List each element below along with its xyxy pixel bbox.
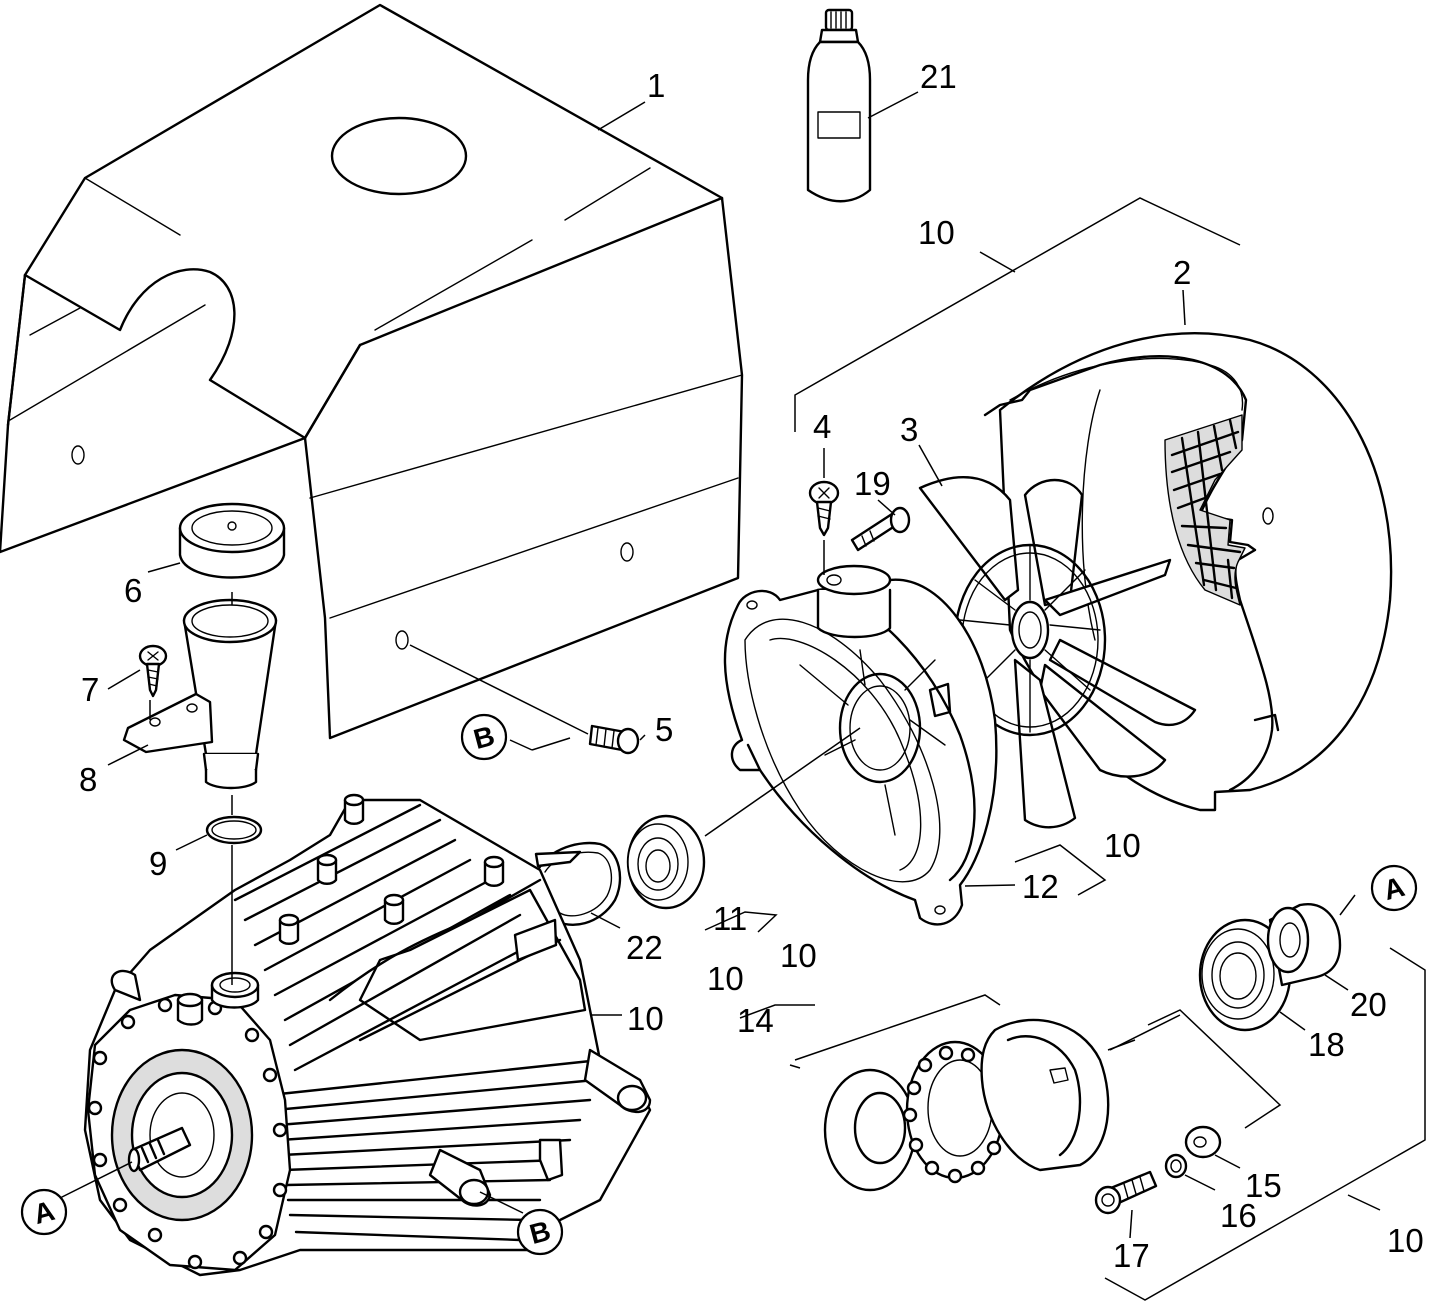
- leader-lines: [59, 91, 1426, 1301]
- callout-15: 15: [1245, 1167, 1282, 1204]
- seal-ring: [1266, 903, 1342, 987]
- ref-a-left: A: [20, 1188, 68, 1236]
- callout-16: 16: [1220, 1197, 1257, 1234]
- bolt-19: [850, 506, 911, 552]
- oil-bottle: [806, 8, 872, 203]
- motor-cover: [0, 3, 744, 740]
- callout-10-top: 10: [918, 214, 955, 251]
- callout-labels: 1 21 10 2 4 3 19 6 7 5 8 10 9 12 11 22 1…: [79, 58, 1424, 1274]
- circlip: [534, 841, 622, 927]
- callout-9: 9: [149, 845, 167, 882]
- ref-b-bottom: B: [516, 1208, 564, 1256]
- callout-4: 4: [813, 408, 831, 445]
- callout-10-11: 10: [780, 937, 817, 974]
- callout-10-12: 10: [1104, 827, 1141, 864]
- callout-21: 21: [920, 58, 957, 95]
- socket-screw-17: [1094, 1170, 1158, 1215]
- callout-1: 1: [647, 67, 665, 104]
- callout-19: 19: [854, 465, 891, 502]
- callout-8: 8: [79, 761, 97, 798]
- ref-a-right: A: [1370, 864, 1418, 912]
- oil-tank-cap: [178, 502, 286, 579]
- callout-18: 18: [1308, 1026, 1345, 1063]
- screw-7: [138, 644, 168, 698]
- fan-impeller: [918, 476, 1197, 829]
- screw-4: [808, 480, 840, 537]
- callout-5: 5: [655, 711, 673, 748]
- oil-tank-body: [122, 598, 278, 790]
- callout-7: 7: [81, 671, 99, 708]
- callout-14: 14: [737, 1002, 774, 1039]
- ball-bearing-11: [626, 814, 706, 910]
- callout-3: 3: [900, 411, 918, 448]
- screw-5: [588, 724, 640, 755]
- callout-10-14: 10: [707, 960, 744, 997]
- spring-washer-16: [1164, 1153, 1188, 1179]
- motor-block: [83, 793, 652, 1277]
- washer-15: [1184, 1125, 1222, 1159]
- bearing-housing: [723, 564, 998, 926]
- callout-2: 2: [1173, 254, 1191, 291]
- callout-20: 20: [1350, 986, 1387, 1023]
- callout-22: 22: [626, 929, 663, 966]
- reference-markers: B A A B: [20, 713, 1418, 1256]
- axial-bearing-set: [823, 1018, 1110, 1192]
- o-ring: [205, 815, 263, 845]
- callout-11: 11: [713, 900, 747, 937]
- callout-10-motor: 10: [627, 1000, 664, 1037]
- callout-10-bottom: 10: [1387, 1222, 1424, 1259]
- ref-b-left: B: [460, 713, 508, 761]
- callout-6: 6: [124, 572, 142, 609]
- callout-12: 12: [1022, 868, 1059, 905]
- callout-17: 17: [1113, 1237, 1150, 1274]
